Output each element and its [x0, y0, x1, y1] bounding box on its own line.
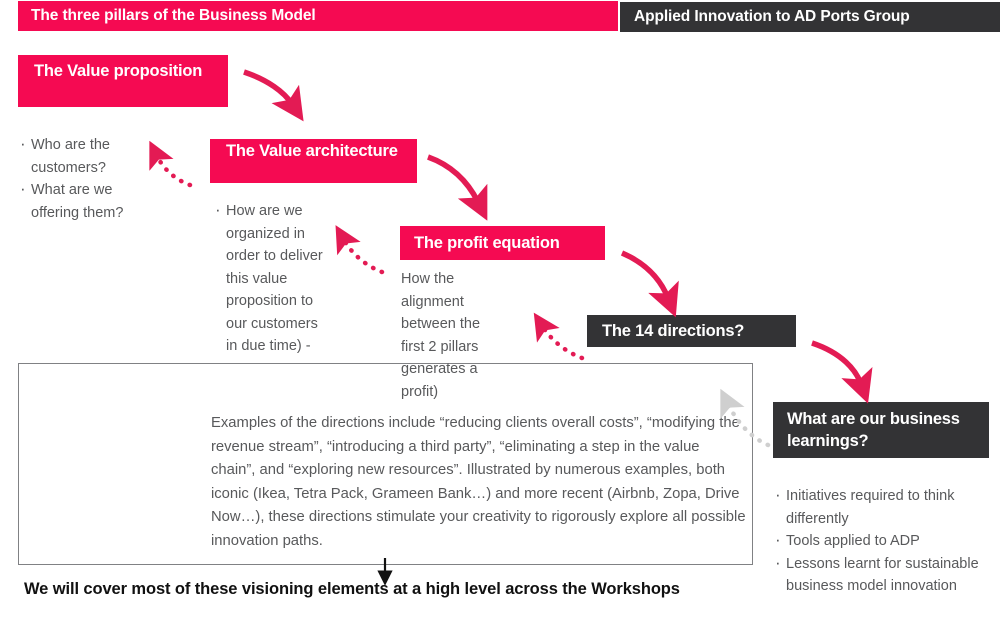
- list-item: What are we offering them?: [18, 178, 138, 224]
- arrow-dotted-to-architecture-bullets: [335, 225, 385, 275]
- box-value-proposition[interactable]: The Value proposition: [18, 55, 228, 107]
- bullets-business-learnings: Initiatives required to think differentl…: [773, 484, 995, 598]
- box-profit-equation[interactable]: The profit equation: [400, 226, 605, 260]
- summary-sentence: We will cover most of these visioning el…: [24, 580, 680, 598]
- arrow-directions-to-learnings: [811, 340, 873, 404]
- arrow-dotted-to-value-prop-bullets: [149, 140, 193, 188]
- arrow-architecture-to-profit: [427, 154, 488, 221]
- bullets-value-proposition: Who are the customers? What are we offer…: [18, 133, 138, 224]
- list-item: Tools applied to ADP: [773, 529, 995, 553]
- list-item: How are we organized in order to deliver…: [213, 199, 331, 358]
- header-title-left: The three pillars of the Business Model: [18, 1, 618, 31]
- description-profit-equation: How the alignment between the first 2 pi…: [401, 271, 481, 400]
- arrow-profit-to-directions: [620, 250, 679, 318]
- bullets-value-architecture: How are we organized in order to deliver…: [213, 199, 331, 358]
- box-business-learnings[interactable]: What are our business learnings?: [773, 402, 989, 458]
- list-item: Who are the customers?: [18, 133, 138, 179]
- paragraph-14-directions: Examples of the directions include “redu…: [211, 415, 746, 549]
- list-item: Lessons learnt for sustainable business …: [773, 552, 995, 598]
- list-item: Initiatives required to think differentl…: [773, 484, 995, 530]
- box-value-architecture[interactable]: The Value architecture: [210, 139, 417, 183]
- arrow-dotted-to-profit-text: [533, 312, 585, 361]
- box-14-directions[interactable]: The 14 directions?: [587, 315, 796, 347]
- arrow-value-prop-to-architecture: [243, 69, 304, 122]
- header-title-right: Applied Innovation to AD Ports Group: [620, 2, 1000, 32]
